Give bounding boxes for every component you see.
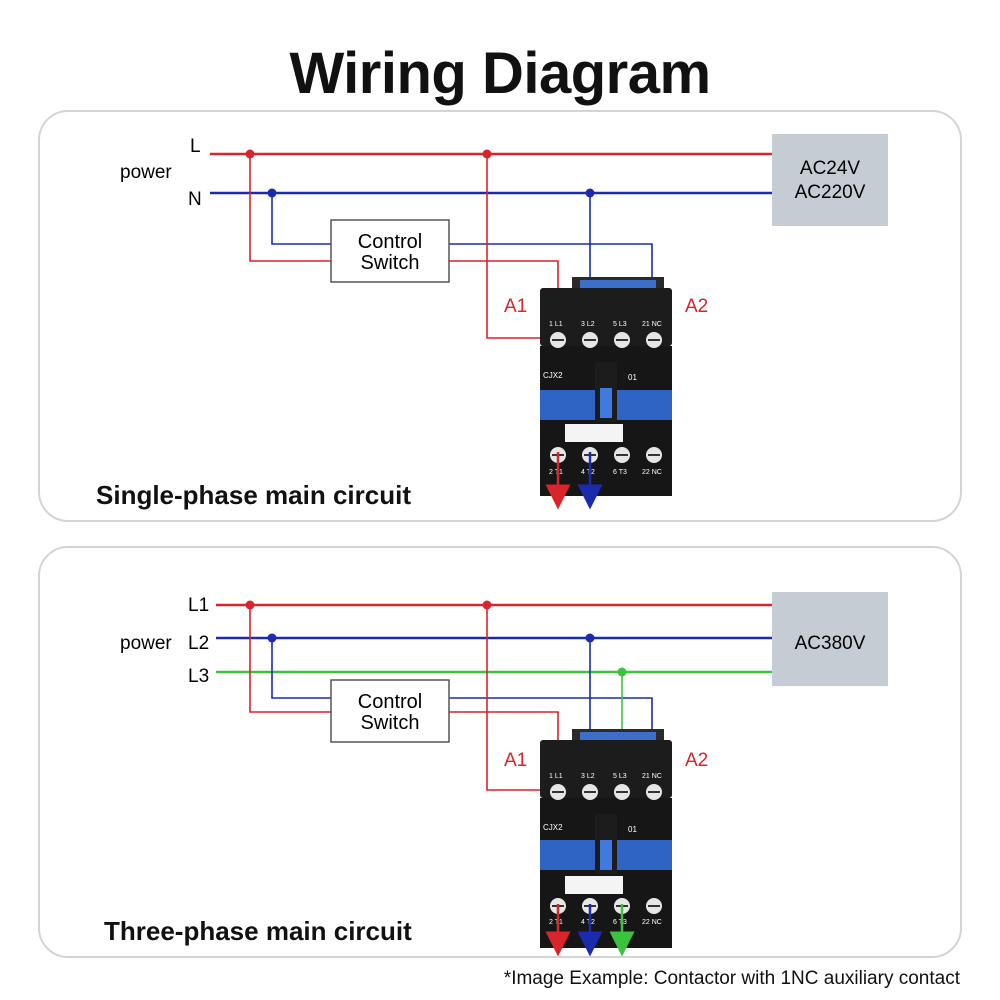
line-label-n: N	[188, 189, 202, 210]
control-switch-box	[330, 679, 450, 743]
three-phase-panel: power L1 L2 L3 AC380V Control Switch A1 …	[38, 546, 962, 958]
contactor-code: 01	[628, 373, 637, 382]
source-voltage-2: AC220V	[795, 182, 866, 203]
coil-a2-label: A2	[685, 750, 708, 771]
power-label: power	[120, 633, 172, 654]
single-phase-caption: Single-phase main circuit	[96, 480, 411, 510]
footnote: *Image Example: Contactor with 1NC auxil…	[503, 968, 960, 989]
top-terminal-2: 3 L2	[581, 321, 595, 328]
top-terminal-3: 5 L3	[613, 321, 627, 328]
source-voltage-1: AC24V	[800, 158, 861, 179]
three-phase-wiring: power L1 L2 L3 AC380V Control Switch A1 …	[120, 592, 888, 957]
control-switch-box	[330, 219, 450, 283]
bottom-terminal-2: 4 T2	[581, 469, 595, 476]
single-phase-wiring: power L N AC24V AC220V Control Switch A1…	[120, 134, 888, 510]
control-switch-label-2: Switch	[361, 712, 420, 734]
wire-control-red-in	[249, 605, 331, 713]
line-label-l: L	[190, 136, 201, 157]
power-source-box	[772, 592, 888, 686]
top-terminal-3: 5 L3	[613, 773, 627, 780]
wire-control-blue-in	[271, 193, 331, 245]
wire-control-red-in	[249, 154, 331, 262]
line-label-l1: L1	[188, 595, 209, 616]
bottom-terminal-2: 4 T2	[581, 919, 595, 926]
bottom-terminal-3: 6 T3	[613, 469, 627, 476]
source-voltage: AC380V	[795, 633, 866, 654]
control-switch-label-1: Control	[358, 231, 422, 253]
line-label-l2: L2	[188, 633, 209, 654]
bottom-terminal-1: 2 T1	[549, 469, 563, 476]
bottom-terminal-3: 6 T3	[613, 919, 627, 926]
top-terminal-4: 21 NC	[642, 321, 662, 328]
contactor-model: CJX2	[543, 823, 563, 832]
contactor-model: CJX2	[543, 371, 563, 380]
three-phase-caption: Three-phase main circuit	[104, 916, 412, 946]
contactor: CJX2 01 1 L1 3 L2 5 L3 21 NC 2 T1 4 T2 6…	[540, 277, 672, 496]
coil-a1-label: A1	[504, 750, 527, 771]
top-terminal-2: 3 L2	[581, 773, 595, 780]
bottom-terminal-4: 22 NC	[642, 469, 662, 476]
single-phase-panel: power L N AC24V AC220V Control Switch A1…	[38, 110, 962, 522]
wire-control-blue-in	[271, 638, 331, 699]
diagram-title: Wiring Diagram	[289, 41, 711, 106]
top-terminal-1: 1 L1	[549, 321, 563, 328]
power-label: power	[120, 162, 172, 183]
coil-a2-label: A2	[685, 296, 708, 317]
bottom-terminal-4: 22 NC	[642, 919, 662, 926]
power-source-box	[772, 134, 888, 226]
contactor: CJX2 01 1 L1 3 L2 5 L3 21 NC 2 T1 4 T2 6…	[540, 729, 672, 948]
control-switch-label-2: Switch	[361, 252, 420, 274]
coil-a1-label: A1	[504, 296, 527, 317]
contactor-code: 01	[628, 825, 637, 834]
top-terminal-4: 21 NC	[642, 773, 662, 780]
line-label-l3: L3	[188, 666, 209, 687]
top-terminal-1: 1 L1	[549, 773, 563, 780]
bottom-terminal-1: 2 T1	[549, 919, 563, 926]
control-switch-label-1: Control	[358, 691, 422, 713]
